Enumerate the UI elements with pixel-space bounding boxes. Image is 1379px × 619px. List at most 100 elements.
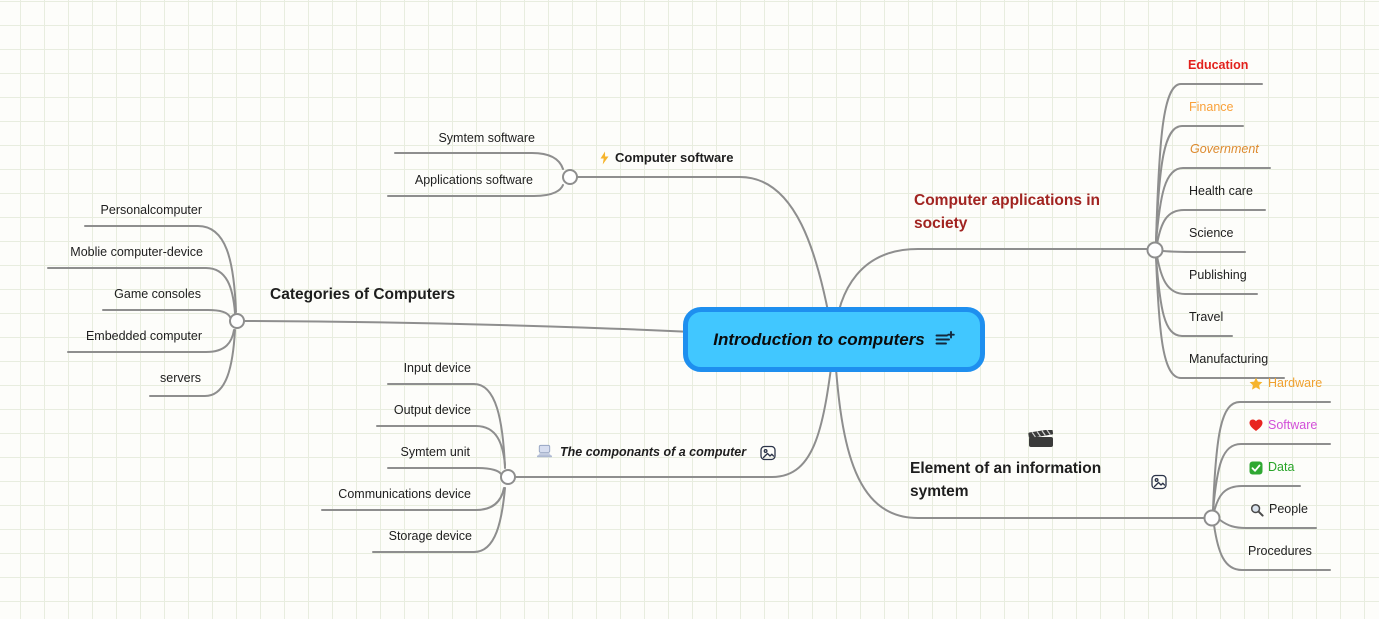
branch-handle-computer-software[interactable] — [562, 169, 578, 185]
branch-label: Element of an information symtem — [910, 460, 1102, 500]
node-government[interactable]: Government — [1190, 142, 1259, 157]
connector-personalcomputer — [84, 225, 237, 313]
branch-handle-applications[interactable] — [1146, 241, 1164, 259]
notes-add-icon[interactable] — [935, 331, 955, 348]
connector-manufacturing — [1155, 256, 1285, 379]
branch-handle-components[interactable] — [500, 469, 516, 485]
connector-embedded-computer — [67, 329, 235, 353]
branch-computer-software[interactable]: Computer software — [599, 150, 733, 165]
node-label: Symtem unit — [400, 445, 470, 459]
connector-servers — [149, 329, 236, 397]
connector-symtem-unit — [387, 467, 502, 475]
node-label: Software — [1268, 418, 1318, 432]
image-icon[interactable] — [1151, 474, 1167, 490]
branch-label: Computer software — [615, 150, 734, 165]
node-procedures[interactable]: Procedures — [1248, 544, 1312, 559]
node-label: Procedures — [1248, 544, 1312, 558]
branch-categories-of-computers[interactable]: Categories of Computers — [270, 283, 455, 306]
node-data[interactable]: Data — [1249, 460, 1294, 475]
node-label: Education — [1188, 58, 1249, 72]
node-label: Science — [1189, 226, 1234, 240]
node-manufacturing[interactable]: Manufacturing — [1189, 352, 1268, 367]
node-hardware[interactable]: Hardware — [1249, 376, 1322, 391]
node-label: Government — [1190, 142, 1259, 156]
connector-finance — [1155, 125, 1244, 243]
node-label: Storage device — [388, 529, 472, 543]
connector-symtem-software — [394, 152, 564, 170]
node-software[interactable]: Software — [1249, 418, 1317, 433]
node-label: Symtem software — [438, 131, 535, 145]
clapperboard-icon — [1028, 430, 1054, 447]
node-people[interactable]: People — [1250, 502, 1308, 517]
node-servers[interactable]: servers — [160, 371, 201, 386]
branch-label: The componants of a computer — [560, 445, 747, 459]
branch-handle-elements[interactable] — [1203, 509, 1221, 527]
magnifier-icon — [1250, 503, 1264, 517]
node-communications-device[interactable]: Communications device — [338, 487, 471, 502]
node-science[interactable]: Science — [1189, 226, 1233, 241]
node-label: Hardware — [1268, 376, 1323, 390]
root-node-introduction-to-computers[interactable]: Introduction to computers — [683, 307, 985, 372]
node-label: Finance — [1189, 100, 1234, 114]
connector-software — [1212, 443, 1331, 512]
node-applications-software[interactable]: Applications software — [415, 173, 533, 188]
connector-moblie-computer-device — [47, 267, 236, 314]
node-label: Applications software — [414, 173, 533, 187]
check-icon — [1249, 461, 1263, 474]
node-label: Output device — [393, 403, 471, 417]
star-icon — [1249, 377, 1263, 390]
node-education[interactable]: Education — [1188, 58, 1248, 73]
connector-science — [1162, 250, 1246, 253]
node-travel[interactable]: Travel — [1189, 310, 1223, 325]
connector-applications-software — [387, 184, 564, 197]
node-finance[interactable]: Finance — [1189, 100, 1233, 115]
node-embedded-computer[interactable]: Embedded computer — [86, 329, 202, 344]
connector-input-device — [387, 383, 506, 469]
connector-trunk-elements — [833, 339, 1205, 519]
branch-label: Computer applications in society — [914, 192, 1101, 232]
node-label: Publishing — [1189, 268, 1247, 282]
connector-health-care — [1156, 209, 1266, 245]
connector-data — [1213, 485, 1301, 513]
node-label: Moblie computer-device — [70, 245, 203, 259]
node-label: Manufacturing — [1189, 352, 1269, 366]
node-storage-device[interactable]: Storage device — [389, 529, 472, 544]
connector-hardware — [1212, 401, 1331, 511]
image-icon[interactable] — [760, 445, 776, 461]
node-label: People — [1269, 502, 1308, 516]
node-label: servers — [160, 371, 201, 385]
connector-government — [1155, 167, 1271, 244]
node-symtem-software[interactable]: Symtem software — [438, 131, 535, 146]
node-publishing[interactable]: Publishing — [1189, 268, 1247, 283]
connector-game-consoles — [102, 309, 231, 318]
laptop-icon — [536, 444, 553, 458]
connector-communications-device — [321, 487, 505, 511]
connector-publishing — [1156, 255, 1258, 295]
node-label: Input device — [403, 361, 471, 375]
node-label: Travel — [1189, 310, 1224, 324]
branch-element-of-an-information-symtem[interactable]: Element of an information symtem — [910, 457, 1148, 503]
connector-procedures — [1213, 524, 1331, 571]
connector-storage-device — [372, 487, 506, 553]
connector-people — [1219, 519, 1317, 529]
heart-icon — [1249, 419, 1263, 431]
node-personalcomputer[interactable]: Personalcomputer — [101, 203, 202, 218]
node-output-device[interactable]: Output device — [394, 403, 471, 418]
branch-handle-categories[interactable] — [229, 313, 245, 329]
node-label: Embedded computer — [85, 329, 202, 343]
connector-trunk-computer-software — [576, 176, 834, 339]
node-label: Health care — [1189, 184, 1253, 198]
node-label: Data — [1268, 460, 1295, 474]
node-moblie-computer-device[interactable]: Moblie computer-device — [70, 245, 203, 260]
branch-label: Categories of Computers — [270, 286, 456, 303]
branch-componants-of-a-computer[interactable]: The componants of a computer — [560, 445, 746, 460]
node-input-device[interactable]: Input device — [404, 361, 471, 376]
node-symtem-unit[interactable]: Symtem unit — [401, 445, 470, 460]
lightning-icon — [600, 151, 609, 164]
node-health-care[interactable]: Health care — [1189, 184, 1253, 199]
connector-trunk-components — [514, 344, 835, 478]
branch-computer-applications-in-society[interactable]: Computer applications in society — [914, 189, 1126, 235]
node-game-consoles[interactable]: Game consoles — [114, 287, 201, 302]
